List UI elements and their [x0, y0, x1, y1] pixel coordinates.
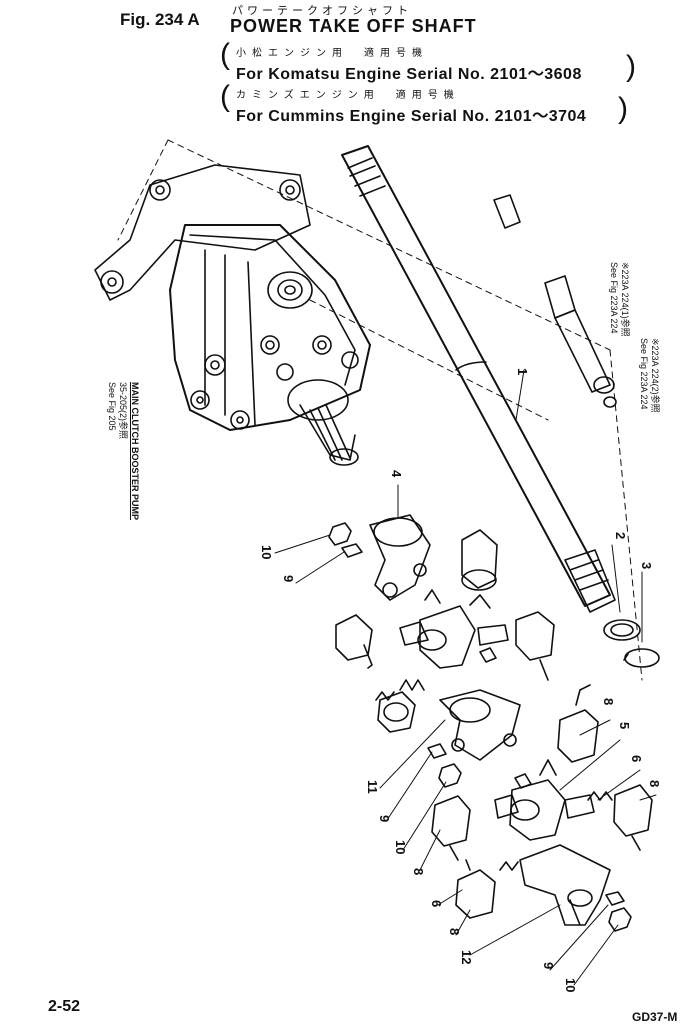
callout-3: 3: [639, 562, 654, 569]
flange-yoke: [519, 844, 611, 926]
yoke-upper: [369, 514, 431, 601]
callout-2: 2: [613, 532, 628, 539]
leader-lines: [274, 369, 657, 986]
callout-5: 5: [617, 722, 632, 729]
callout-10: 10: [259, 545, 274, 559]
spline-shaft-reference: [493, 194, 617, 408]
pump-note-line1: MAIN CLUTCH BOOSTER PUMP: [130, 382, 140, 520]
page-number: 2-52: [48, 998, 81, 1015]
pump-note-line2: 35-205(2)参照: [118, 382, 128, 440]
open-paren: (: [220, 80, 230, 113]
reference-note-2-line1: ※223A 224(2)参照: [650, 338, 660, 413]
callout-4: 4: [389, 470, 404, 478]
callout-8: 8: [411, 868, 426, 875]
close-paren: ): [618, 92, 628, 125]
nut-washer-upper: [328, 522, 363, 558]
callout-6: 6: [429, 900, 444, 907]
nut-washer-middle: [427, 743, 462, 788]
model-code: GD37-M: [632, 1010, 678, 1024]
callout-8: 8: [647, 780, 662, 787]
yoke-middle: [439, 689, 521, 761]
figure-number: Fig. 234 A: [120, 10, 200, 29]
komatsu-japanese: 小松エンジン用 適用号機: [236, 48, 428, 59]
reference-frame: [117, 139, 643, 681]
bearing-cups-upper: [335, 529, 555, 681]
callout-10: 10: [563, 978, 578, 992]
reference-note-2: ※223A 224(2)参照 See Fig 223A 224: [639, 338, 662, 413]
reference-note-2-line2: See Fig 223A 224: [639, 338, 649, 410]
bearing-cups-lower: [431, 684, 653, 919]
callout-1: 1: [515, 368, 530, 375]
callout-10: 10: [393, 840, 408, 854]
close-paren: ): [626, 50, 636, 83]
universal-joint-spider-lower: [494, 759, 595, 841]
pump-note-line3: See Fig 205: [107, 382, 117, 431]
pump-note: MAIN CLUTCH BOOSTER PUMP 35-205(2)参照 See…: [107, 382, 140, 520]
spring-and-fitting: [375, 647, 497, 701]
bearing-cup-middle-left: [377, 691, 416, 733]
callout-9: 9: [541, 962, 556, 969]
callout-numbers: 1 2 3 4 10 9 8 5 6 8 11 9 10 8 6 8 12 9 …: [259, 368, 662, 992]
reference-note-1-line1: ※223A 224(1)参照: [620, 262, 630, 337]
title-japanese: パワーテークオフシャフト: [232, 5, 412, 17]
washer-and-snap-ring: [603, 619, 660, 668]
callout-11: 11: [365, 780, 380, 794]
figure-header: Fig. 234 A パワーテークオフシャフト POWER TAKE OFF S…: [0, 0, 686, 130]
callout-9: 9: [377, 815, 392, 822]
callout-8: 8: [601, 698, 616, 705]
drive-shaft: [341, 145, 616, 613]
figure-title: POWER TAKE OFF SHAFT: [230, 16, 477, 36]
callout-9: 9: [281, 575, 296, 582]
reference-note-1-line2: See Fig 223A 224: [609, 262, 619, 334]
komatsu-serial: For Komatsu Engine Serial No. 2101～3608: [236, 66, 582, 83]
callout-12: 12: [459, 950, 474, 964]
callout-8: 8: [447, 928, 462, 935]
open-paren: (: [220, 38, 230, 71]
cummins-serial: For Cummins Engine Serial No. 2101～3704: [236, 108, 587, 125]
reference-note-1: ※223A 224(1)参照 See Fig 223A 224: [609, 262, 632, 337]
cummins-japanese: カミンズエンジン用 適用号機: [236, 90, 460, 101]
nut-washer-lower: [605, 891, 632, 932]
callout-6: 6: [629, 755, 644, 762]
universal-joint-spider-upper: [399, 589, 509, 669]
booster-pump: [94, 164, 371, 466]
